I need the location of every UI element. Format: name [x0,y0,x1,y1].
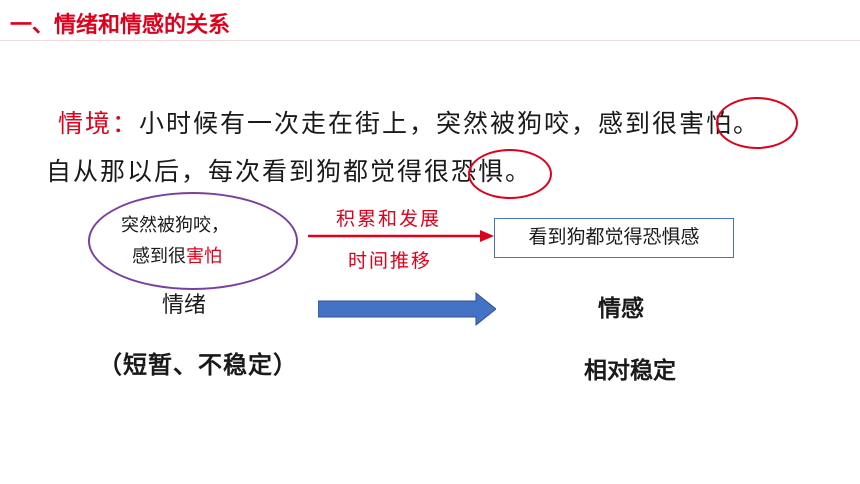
word-emotion: 情绪 [162,293,207,318]
red-arrow-icon [308,230,494,242]
scenario-line-1: 情境：小时候有一次走在街上，突然被狗咬，感到很害怕。 [58,104,760,140]
word-feeling: 情感 [598,296,644,322]
scenario-line2-text: 自从那以后，每次看到狗都觉得很 [46,157,452,186]
emotion-ellipse [88,192,298,290]
note-relatively-stable: 相对稳定 [584,358,676,384]
blue-arrow-icon [318,291,496,327]
scenario-line-2: 自从那以后，每次看到狗都觉得很恐惧。 [46,152,532,188]
highlight-circle-kongju [468,149,552,199]
ellipse-line2-highlight: 害怕 [186,246,222,267]
result-box: 看到狗都觉得恐惧感 [494,218,734,258]
arrow-label-accumulation: 积累和发展 [336,208,442,230]
ellipse-line2-prefix: 感到很 [132,246,186,267]
scenario-label: 情境： [58,109,140,138]
highlight-circle-haipa [716,97,798,149]
slide-title: 一、情绪和情感的关系 [10,13,231,38]
arrow-label-time: 时间推移 [348,250,433,272]
ellipse-line-2: 感到很害怕 [132,242,222,268]
note-short-unstable: （短暂、不稳定） [98,351,298,379]
title-divider [0,40,860,41]
scenario-line1-text: 小时候有一次走在街上，突然被狗咬，感到很 [139,109,680,138]
ellipse-line-1: 突然被狗咬， [121,215,229,236]
